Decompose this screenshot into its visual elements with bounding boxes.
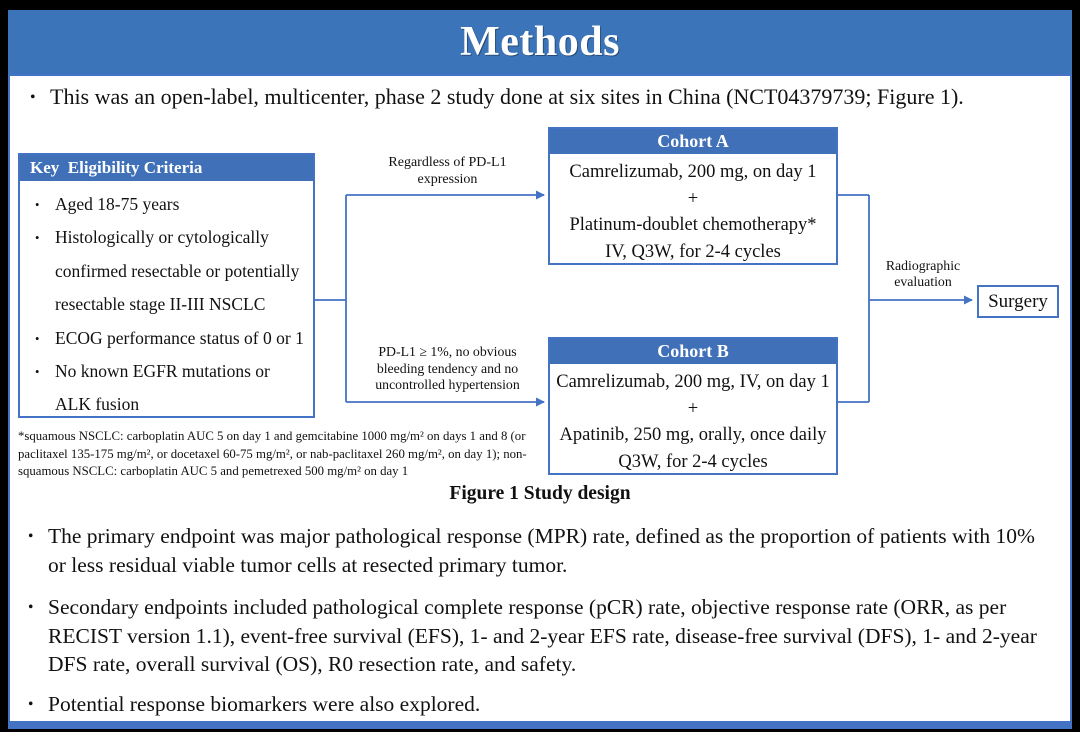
eligibility-header: Key Eligibility Criteria bbox=[20, 155, 313, 181]
chemo-footnote: *squamous NSCLC: carboplatin AUC 5 on da… bbox=[18, 429, 527, 478]
cohort-a-box: Cohort A Camrelizumab, 200 mg, on day 1 … bbox=[548, 127, 838, 265]
eligibility-box: Key Eligibility Criteria • Aged 18-75 ye… bbox=[18, 153, 315, 418]
cohort-b-line: Camrelizumab, 200 mg, IV, on day 1 bbox=[556, 372, 830, 392]
cohort-b-line: Apatinib, 250 mg, orally, once daily bbox=[559, 425, 827, 445]
surgery-box: Surgery bbox=[977, 285, 1059, 318]
cohort-a-body: Camrelizumab, 200 mg, on day 1 + Platinu… bbox=[550, 154, 836, 265]
eligibility-item: • Aged 18-75 years bbox=[35, 188, 309, 221]
cohort-b-line: + bbox=[687, 398, 699, 419]
slide-title-bar: Methods bbox=[8, 10, 1072, 74]
intro-bullet: • This was an open-label, multicenter, p… bbox=[30, 83, 1060, 110]
eligibility-item: • ECOG performance status of 0 or 1 bbox=[35, 322, 309, 355]
endpoint-bullet-text: Secondary endpoints included pathologica… bbox=[48, 595, 1037, 676]
bullet-dot: • bbox=[35, 365, 40, 380]
branch-label-bottom: PD-L1 ≥ 1%, no obvious bleeding tendency… bbox=[375, 344, 520, 392]
cohort-b-body: Camrelizumab, 200 mg, IV, on day 1 + Apa… bbox=[550, 364, 836, 475]
eligibility-item: • No known EGFR mutations or ALK fusion bbox=[35, 355, 309, 422]
endpoint-bullet: • Secondary endpoints included pathologi… bbox=[28, 593, 1052, 679]
endpoint-bullet-text: Potential response biomarkers were also … bbox=[48, 692, 481, 716]
cohort-a-header: Cohort A bbox=[550, 129, 836, 154]
cohort-b-box: Cohort B Camrelizumab, 200 mg, IV, on da… bbox=[548, 337, 838, 475]
intro-bullet-text: This was an open-label, multicenter, pha… bbox=[50, 84, 964, 109]
cohort-b-line: Q3W, for 2-4 cycles bbox=[618, 451, 768, 472]
eligibility-item: • Histologically or cytologically confir… bbox=[35, 221, 309, 321]
endpoint-bullet-text: The primary endpoint was major pathologi… bbox=[48, 524, 1035, 577]
branch-label-top: Regardless of PD-L1 expression bbox=[388, 155, 507, 187]
bullet-dot: • bbox=[35, 331, 40, 346]
bullet-dot: • bbox=[28, 528, 34, 545]
cohort-a-line: + bbox=[687, 188, 699, 209]
bullet-dot: • bbox=[35, 231, 40, 246]
bullet-dot: • bbox=[30, 89, 36, 106]
endpoint-bullet: • Potential response biomarkers were als… bbox=[28, 690, 1052, 719]
bullet-dot: • bbox=[28, 599, 34, 616]
cohort-a-line: IV, Q3W, for 2-4 cycles bbox=[605, 241, 781, 262]
eligibility-list: • Aged 18-75 years • Histologically or c… bbox=[20, 181, 313, 422]
endpoint-bullet: • The primary endpoint was major patholo… bbox=[28, 522, 1052, 579]
bullet-dot: • bbox=[35, 198, 40, 212]
slide-title: Methods bbox=[460, 19, 620, 65]
radiographic-evaluation-label: Radiographic evaluation bbox=[885, 258, 961, 289]
cohort-a-line: Camrelizumab, 200 mg, on day 1 bbox=[569, 162, 817, 182]
cohort-a-line: Platinum-doublet chemotherapy* bbox=[569, 215, 817, 235]
figure-caption: Figure 1 Study design bbox=[449, 483, 631, 504]
cohort-b-header: Cohort B bbox=[550, 339, 836, 364]
bullet-dot: • bbox=[28, 696, 34, 713]
